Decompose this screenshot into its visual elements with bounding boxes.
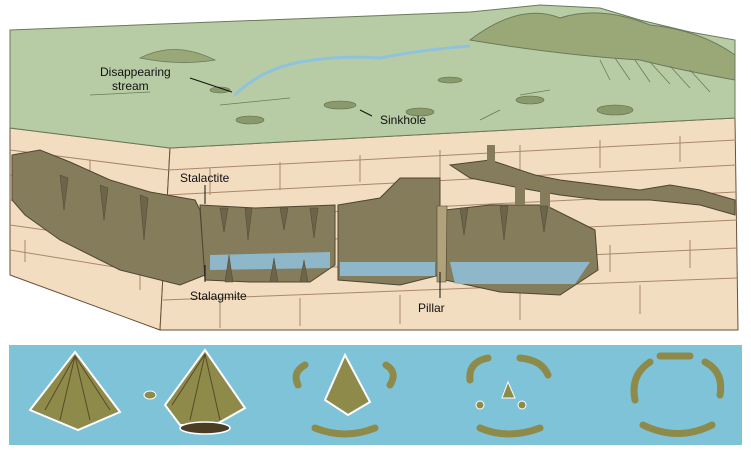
- label-sinkhole: Sinkhole: [380, 113, 426, 127]
- label-disappearing-stream-2: stream: [112, 79, 149, 93]
- block-diagram: Disappearing stream Sinkhole Stalactite …: [10, 5, 738, 330]
- label-stalagmite: Stalagmite: [190, 289, 247, 303]
- cave-water-3: [450, 262, 590, 284]
- label-stalactite: Stalactite: [180, 171, 230, 185]
- label-pillar: Pillar: [418, 301, 445, 315]
- shaft-1: [487, 145, 495, 165]
- label-disappearing-stream-1: Disappearing: [100, 65, 171, 79]
- pillar-column: [437, 206, 447, 282]
- evolution-panel: [9, 345, 742, 445]
- shaft-2: [515, 185, 525, 205]
- cave-water-2: [340, 262, 435, 276]
